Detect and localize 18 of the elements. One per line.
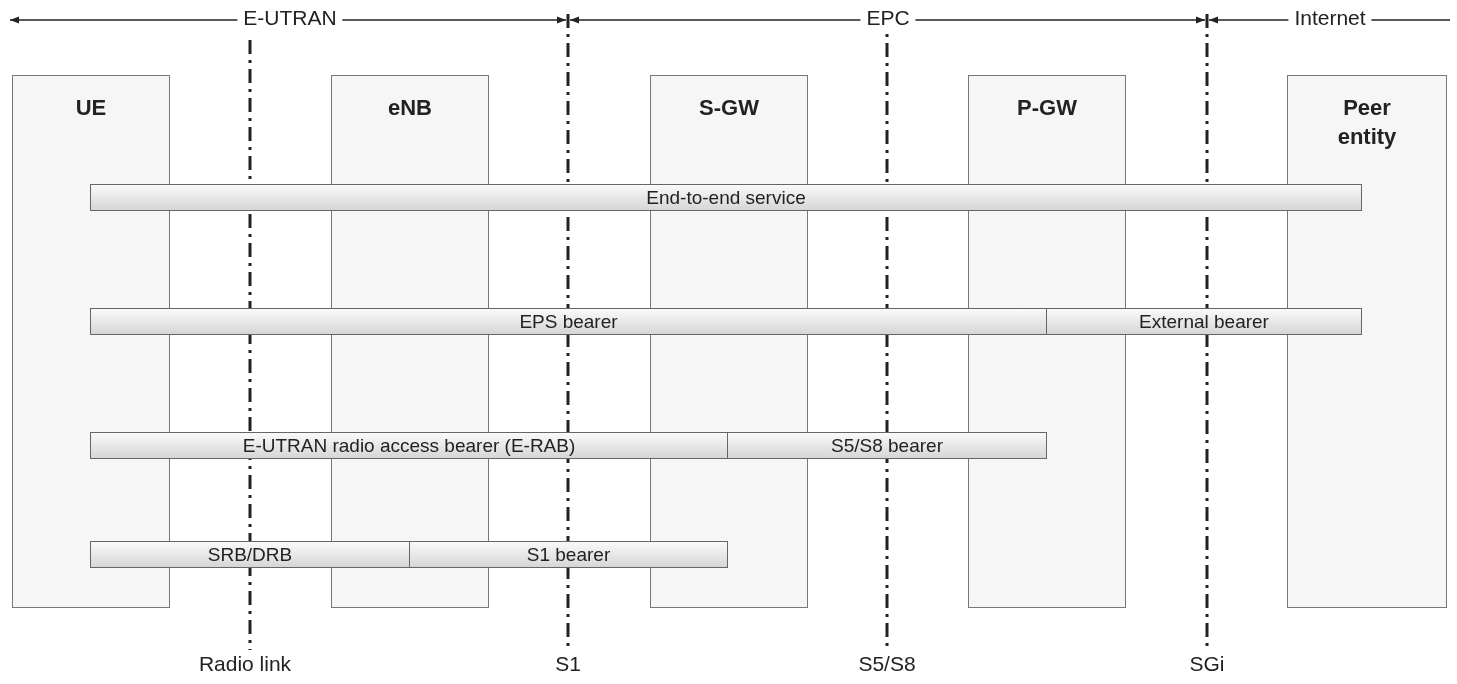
element-name: P-GW xyxy=(1016,94,1078,122)
bearer-bar: S5/S8 bearer xyxy=(727,432,1047,459)
network-element-box xyxy=(12,75,170,608)
bearer-bar: EPS bearer xyxy=(90,308,1047,335)
network-element-box xyxy=(1287,75,1447,608)
element-name: UE xyxy=(74,94,108,122)
element-name: eNB xyxy=(387,94,433,122)
element-name: Peer entity xyxy=(1336,94,1398,151)
bearer-bar: E-UTRAN radio access bearer (E-RAB) xyxy=(90,432,728,459)
interface-label: S5/S8 xyxy=(858,652,916,676)
interface-label: Radio link xyxy=(198,652,292,676)
bearer-bar: S1 bearer xyxy=(409,541,728,568)
bearer-bar: SRB/DRB xyxy=(90,541,410,568)
bearer-bar: External bearer xyxy=(1046,308,1362,335)
bearer-bar: End-to-end service xyxy=(90,184,1362,211)
element-name: S-GW xyxy=(698,94,760,122)
interface-label: SGi xyxy=(1189,652,1225,676)
interface-label: S1 xyxy=(555,652,581,676)
